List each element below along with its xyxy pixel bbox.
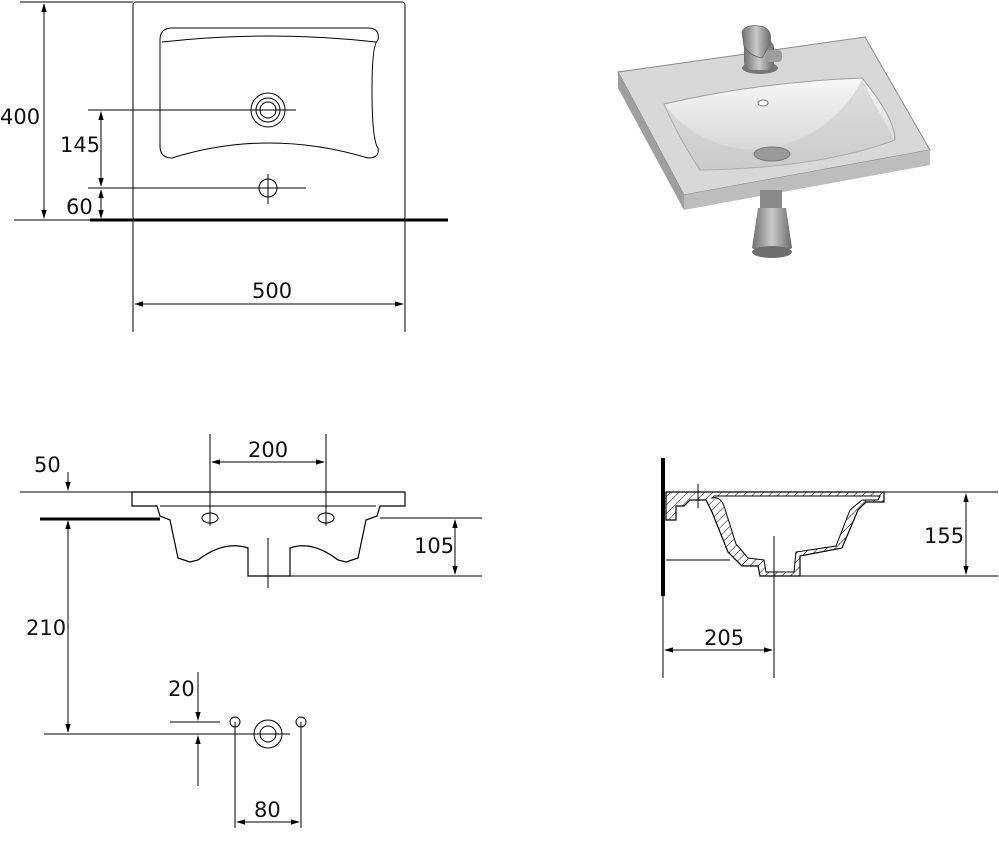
faucet-3d (741, 25, 782, 74)
dim-rim-50: 50 (34, 453, 61, 477)
section-view: 155 205 (661, 458, 998, 678)
dim-depth-155: 155 (924, 524, 964, 548)
drain-outlet-inner (259, 725, 277, 743)
dim-tap-145: 145 (60, 133, 100, 157)
dim-bolt-80: 80 (254, 798, 281, 822)
drain-outlet-outer (253, 719, 283, 749)
bowl-rim-curve-top (161, 35, 377, 43)
bolt-left (229, 716, 241, 728)
dim-drain-210: 210 (26, 616, 66, 640)
dim-width-500: 500 (252, 279, 292, 303)
dim-wall-205: 205 (704, 626, 744, 650)
dim-drain-60: 60 (66, 195, 93, 219)
dim-rise-20: 20 (168, 677, 195, 701)
top-view: 400 145 60 500 (0, 1, 448, 332)
front-view: 50 200 105 210 20 80 (20, 434, 482, 828)
dim-depth-105: 105 (414, 534, 454, 558)
basin-3d-render (617, 25, 931, 258)
trap-3d (752, 190, 792, 258)
basin-outline-top (132, 1, 406, 221)
bolt-right (295, 716, 307, 728)
dim-height-400: 400 (0, 105, 40, 129)
drain-3d (753, 146, 791, 162)
dim-spacing-200: 200 (248, 438, 288, 462)
bowl-outline-top (159, 27, 379, 159)
